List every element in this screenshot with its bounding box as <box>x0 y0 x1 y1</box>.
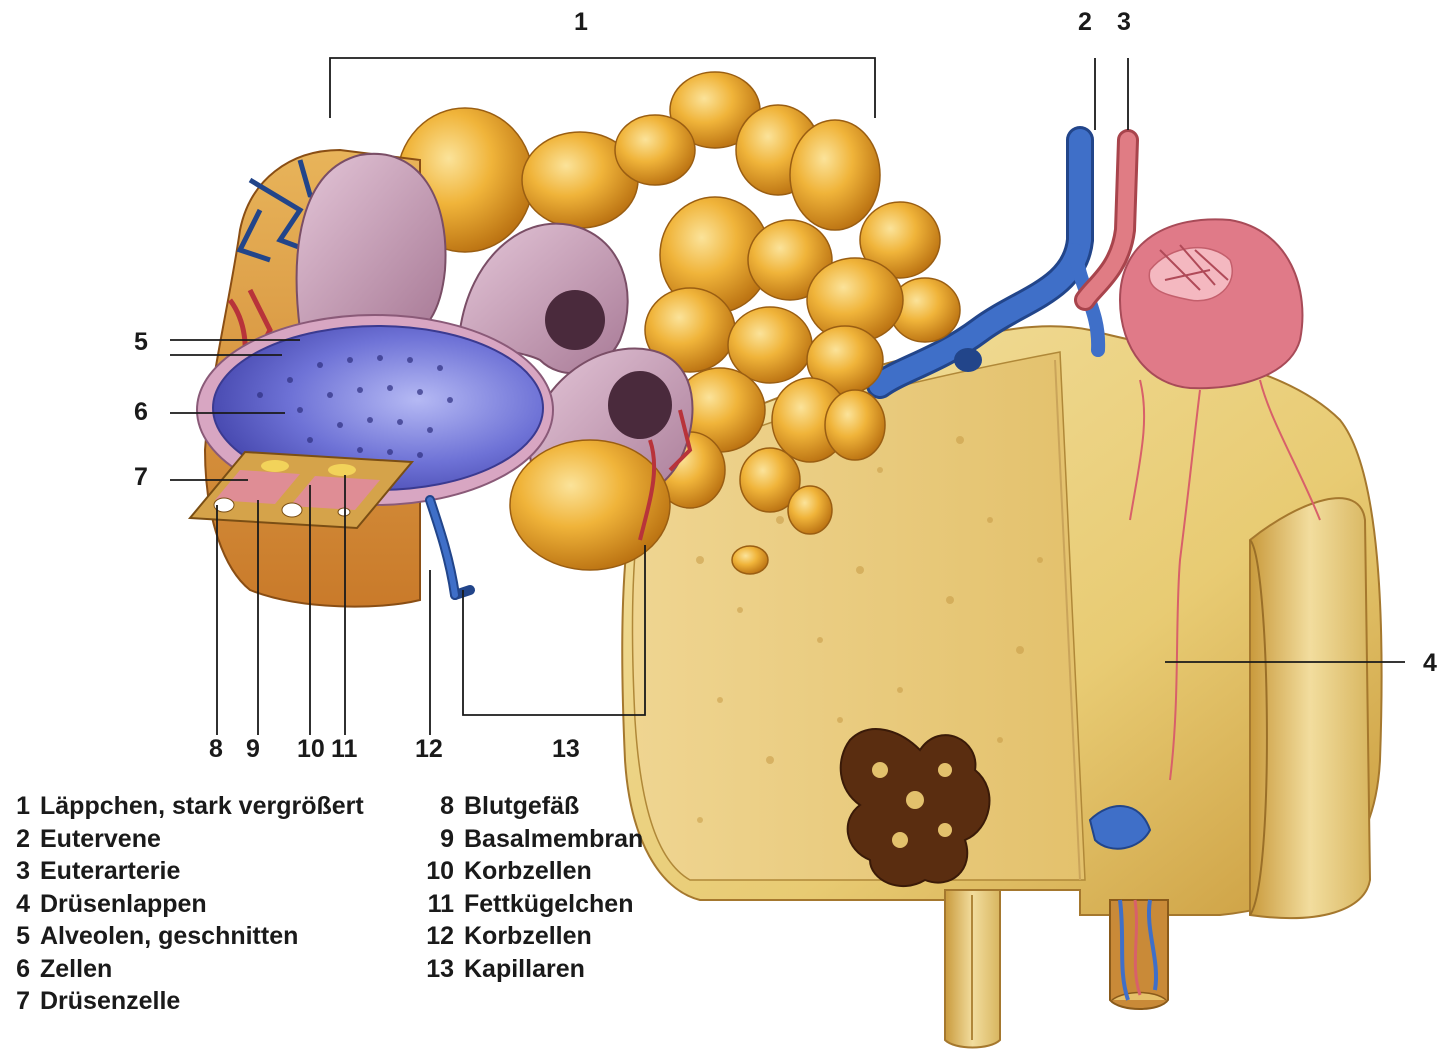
callout-5: 5 <box>134 330 148 355</box>
callout-11: 11 <box>331 737 357 762</box>
legend-number: 4 <box>8 888 30 921</box>
callout-4: 4 <box>1423 651 1437 676</box>
callout-3: 3 <box>1117 10 1131 35</box>
legend-item: 2 Eutervene <box>8 823 364 856</box>
legend-text: Basalmembran <box>464 823 643 856</box>
legend-item: 5 Alveolen, geschnitten <box>8 920 364 953</box>
alveoli-group <box>190 150 692 607</box>
legend-item: 13 Kapillaren <box>416 953 643 986</box>
callout-1: 1 <box>574 10 588 35</box>
legend-item: 12 Korbzellen <box>416 920 643 953</box>
legend-item: 4 Drüsenlappen <box>8 888 364 921</box>
legend-text: Euterarterie <box>40 855 180 888</box>
legend-left: 1 Läppchen, stark vergrößert 2 Eutervene 3… <box>8 790 364 1018</box>
callout-2: 2 <box>1078 10 1092 35</box>
legend-text: Drüsenzelle <box>40 985 180 1018</box>
callout-13: 13 <box>552 737 580 762</box>
legend-item: 11 Fettkügelchen <box>416 888 643 921</box>
legend-number: 1 <box>8 790 30 823</box>
legend-item: 8 Blutgefäß <box>416 790 643 823</box>
callout-7: 7 <box>134 465 148 490</box>
legend-text: Blutgefäß <box>464 790 579 823</box>
legend-item: 1 Läppchen, stark vergrößert <box>8 790 364 823</box>
legend-text: Läppchen, stark vergrößert <box>40 790 364 823</box>
legend-item: 9 Basalmembran <box>416 823 643 856</box>
callout-9: 9 <box>246 737 260 762</box>
legend-text: Zellen <box>40 953 112 986</box>
legend-number: 3 <box>8 855 30 888</box>
callout-10: 10 <box>297 737 325 762</box>
legend-number: 5 <box>8 920 30 953</box>
legend-text: Drüsenlappen <box>40 888 207 921</box>
legend-number: 12 <box>416 920 454 953</box>
legend-text: Alveolen, geschnitten <box>40 920 298 953</box>
legend-item: 3 Euterarterie <box>8 855 364 888</box>
legend-number: 11 <box>416 888 454 921</box>
outer-band <box>1250 498 1370 918</box>
callout-8: 8 <box>209 737 223 762</box>
legend-number: 13 <box>416 953 454 986</box>
legend-text: Fettkügelchen <box>464 888 633 921</box>
legend-item: 10 Korbzellen <box>416 855 643 888</box>
legend-text: Eutervene <box>40 823 161 856</box>
callout-12: 12 <box>415 737 443 762</box>
legend-number: 9 <box>416 823 454 856</box>
legend-number: 7 <box>8 985 30 1018</box>
legend-number: 2 <box>8 823 30 856</box>
legend-text: Korbzellen <box>464 920 592 953</box>
legend-text: Korbzellen <box>464 855 592 888</box>
legend-text: Kapillaren <box>464 953 585 986</box>
legend-number: 8 <box>416 790 454 823</box>
legend-number: 6 <box>8 953 30 986</box>
legend-item: 7 Drüsenzelle <box>8 985 364 1018</box>
legend-number: 10 <box>416 855 454 888</box>
legend-item: 6 Zellen <box>8 953 364 986</box>
callout-6: 6 <box>134 400 148 425</box>
